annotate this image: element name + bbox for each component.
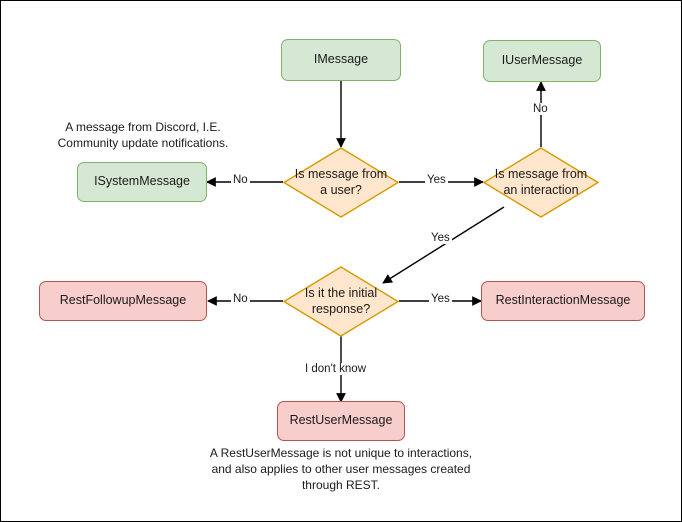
- node-isystemmessage[interactable]: ISystemMessage: [77, 162, 207, 202]
- node-restinteractionmessage[interactable]: RestInteractionMessage: [481, 281, 645, 321]
- node-is-message-from-a-user-label: Is message from a user?: [294, 166, 388, 197]
- node-restusermessage[interactable]: RestUserMessage: [277, 401, 405, 441]
- node-imessage[interactable]: IMessage: [281, 39, 401, 81]
- node-restinteractionmessage-label: RestInteractionMessage: [495, 293, 631, 308]
- node-restfollowupmessage-label: RestFollowupMessage: [59, 293, 187, 308]
- node-is-it-the-initial-response-label: Is it the initial response?: [304, 285, 378, 316]
- node-is-message-from-an-interaction[interactable]: Is message from an interaction: [483, 147, 599, 218]
- node-isystemmessage-label: ISystemMessage: [94, 174, 190, 189]
- edge-label-user-yes: Yes: [425, 174, 448, 186]
- node-iusermessage-label: IUserMessage: [501, 53, 583, 68]
- edge-label-interaction-yes: Yes: [429, 232, 452, 244]
- node-is-it-the-initial-response[interactable]: Is it the initial response?: [283, 266, 399, 337]
- node-is-message-from-an-interaction-label: Is message from an interaction: [494, 166, 588, 197]
- edge-label-initial-yes: Yes: [429, 293, 452, 305]
- edge-interaction-yes-to-initial-question: [382, 206, 505, 284]
- note-system-message: A message from Discord, I.E. Community u…: [57, 120, 229, 151]
- note-rest-user-message: A RestUserMessage is not unique to inter…: [209, 446, 473, 493]
- diamond-shape: [283, 147, 399, 218]
- node-is-message-from-a-user[interactable]: Is message from a user?: [283, 147, 399, 218]
- edge-label-initial-no: No: [231, 293, 250, 305]
- edge-label-interaction-no: No: [531, 103, 550, 115]
- node-restfollowupmessage[interactable]: RestFollowupMessage: [39, 281, 207, 321]
- diamond-shape: [483, 147, 599, 218]
- edge-label-initial-unknown: I don't know: [303, 363, 369, 375]
- edge-label-user-no: No: [231, 174, 250, 186]
- node-iusermessage[interactable]: IUserMessage: [483, 40, 601, 82]
- node-restusermessage-label: RestUserMessage: [289, 413, 393, 428]
- node-imessage-label: IMessage: [313, 52, 369, 67]
